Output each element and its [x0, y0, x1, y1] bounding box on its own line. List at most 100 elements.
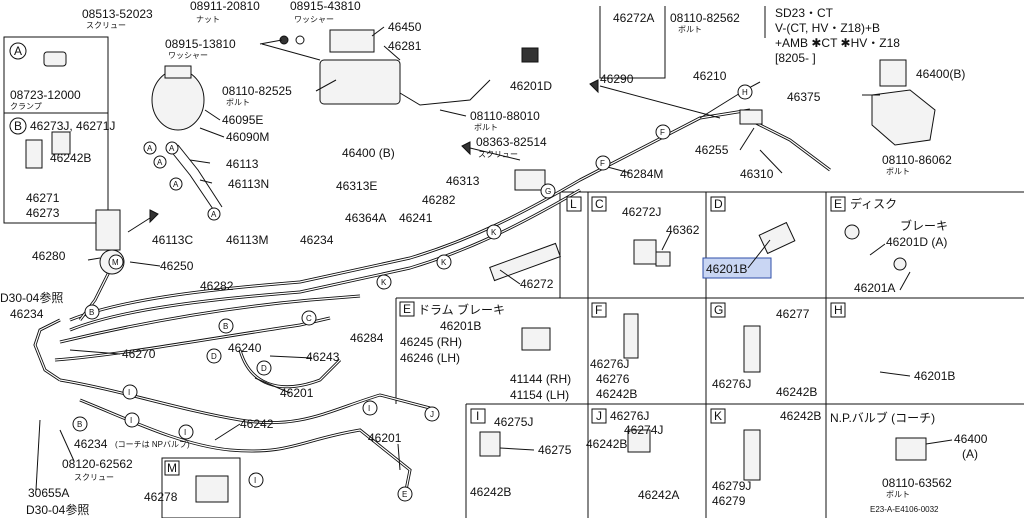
label-d30-ref-2: D30-04参照 [26, 502, 89, 517]
drum-clip-icon [521, 327, 551, 351]
bracket-46375-icon [879, 59, 907, 87]
panel-f-p3: 46242B [596, 387, 637, 401]
label-46234-c-note: (コーチは NPバルブ) [115, 439, 190, 449]
label-08911: 08911-20810 [190, 0, 260, 13]
svg-text:M: M [112, 258, 119, 267]
label-46250: 46250 [160, 259, 194, 273]
label-46234-b: 46234 [300, 233, 334, 247]
panel-b-letter: B [14, 119, 22, 133]
label-08120: 08120-62562 [62, 457, 133, 471]
panel-g-p1: 46277 [776, 307, 810, 321]
clip-46276j-g-icon [743, 325, 761, 373]
label-46113m: 46113M [226, 233, 268, 247]
label-46113: 46113 [226, 157, 259, 171]
panel-m-p1: 46278 [144, 490, 178, 504]
label-46234-a: 46234 [10, 307, 44, 321]
label-46313e: 46313E [336, 179, 377, 193]
panel-e-drum-letter: E [403, 302, 411, 316]
panel-j-p2: 46274J [624, 423, 663, 437]
connector-46255-icon [739, 109, 763, 125]
panel-k-p3: 46279 [712, 494, 746, 508]
label-46270: 46270 [122, 347, 156, 361]
panel-b-p1: 46273J, 46271J [30, 119, 115, 133]
np-valve-46400b-icon [871, 89, 936, 146]
hose-46113 [169, 149, 216, 213]
svg-text:A: A [147, 144, 153, 153]
panel-m-letter: M [167, 461, 177, 475]
svg-text:I: I [254, 476, 256, 485]
panel-j-p4: 46242A [638, 488, 679, 502]
clip-46272-icon [489, 242, 561, 282]
svg-text:F: F [660, 128, 665, 137]
panel-a-sub: クランプ [10, 102, 42, 111]
panel-d-letter: D [714, 197, 723, 211]
label-08513: 08513-52023 [82, 7, 153, 21]
label-46113n: 46113N [228, 177, 269, 191]
svg-text:B: B [223, 322, 228, 331]
label-46282-b: 46282 [200, 279, 234, 293]
reservoir-cap-icon [164, 65, 192, 79]
panel-e-drum-p5: 41154 (LH) [510, 388, 569, 402]
washer-icon [295, 35, 305, 45]
svg-text:I: I [130, 416, 132, 425]
svg-text:K: K [441, 258, 447, 267]
panel-h-letter: H [834, 303, 843, 317]
master-cylinder-icon [319, 59, 401, 105]
arrow-08363 [469, 147, 521, 161]
label-screw-1: スクリュー [86, 21, 126, 30]
panel-e-title2: ブレーキ [900, 218, 948, 233]
label-08363: 08363-82514 [476, 135, 547, 149]
svg-text:A: A [157, 158, 163, 167]
label-washer-2: ワッシャー [168, 51, 208, 60]
svg-text:I: I [184, 428, 186, 437]
panel-c-p2: 46362 [666, 223, 700, 237]
label-46201d-top: 46201D [510, 79, 552, 93]
label-46280: 46280 [32, 249, 66, 263]
svg-text:I: I [368, 404, 370, 413]
clip-46271-icon [25, 139, 43, 169]
panel-l-letter: L [570, 197, 577, 211]
panel-46272a-frame [599, 6, 666, 79]
bracket-46450-icon [329, 29, 375, 53]
np-valve-46400a-icon [895, 437, 927, 461]
panel-e-drum-title: ドラム ブレーキ [418, 302, 505, 317]
clip-46273-icon [51, 131, 71, 155]
svg-text:B: B [89, 308, 94, 317]
panel-g-p2: 46276J [712, 377, 751, 391]
clamp-a-icon [43, 51, 67, 67]
label-08110-86062: 08110-86062 [882, 153, 952, 167]
svg-text:E: E [402, 490, 407, 499]
panel-np-title: N.P.バルブ (コーチ) [830, 410, 935, 425]
label-08110-82525: 08110-82525 [222, 84, 292, 98]
label-08915a: 08915-43810 [290, 0, 361, 13]
label-46450: 46450 [388, 20, 422, 34]
panel-b-p2: 46242B [50, 151, 91, 165]
label-d30-ref-1: D30-04参照 [0, 290, 63, 305]
panel-d-p1: 46201B [706, 262, 747, 276]
label-nut: ナット [196, 15, 220, 24]
svg-text:B: B [77, 420, 82, 429]
panel-j-p1: 46276J [610, 409, 649, 423]
panel-np-p3: 08110-63562 [882, 476, 952, 490]
panel-m-frame [161, 457, 241, 518]
panel-np-p4: ボルト [886, 490, 910, 499]
clip-46276j-f-icon [623, 313, 639, 359]
clip-46274j-icon [627, 429, 651, 453]
clip-46279j-icon [743, 429, 761, 481]
label-46400b-center: 46400 (B) [342, 146, 395, 160]
svg-text:H: H [742, 88, 748, 97]
panel-c-p1: 46272J [622, 205, 661, 219]
arrowhead-1 [149, 209, 159, 224]
panel-letters: A B L C D E E F G H I J K M [9, 42, 846, 476]
header-line-2: V-(CT, HV・Z18)+B [775, 21, 880, 35]
svg-text:K: K [381, 278, 387, 287]
label-08110-82562: 08110-82562 [670, 11, 740, 25]
header-line-4: [8205- ] [775, 51, 816, 65]
panel-l-p1: 46272 [520, 277, 554, 291]
panel-e-p2: 46201A [854, 281, 895, 295]
hose-46113-b [177, 144, 223, 208]
svg-text:C: C [306, 314, 312, 323]
label-46113c: 46113C [152, 233, 193, 247]
label-46313: 46313 [446, 174, 480, 188]
